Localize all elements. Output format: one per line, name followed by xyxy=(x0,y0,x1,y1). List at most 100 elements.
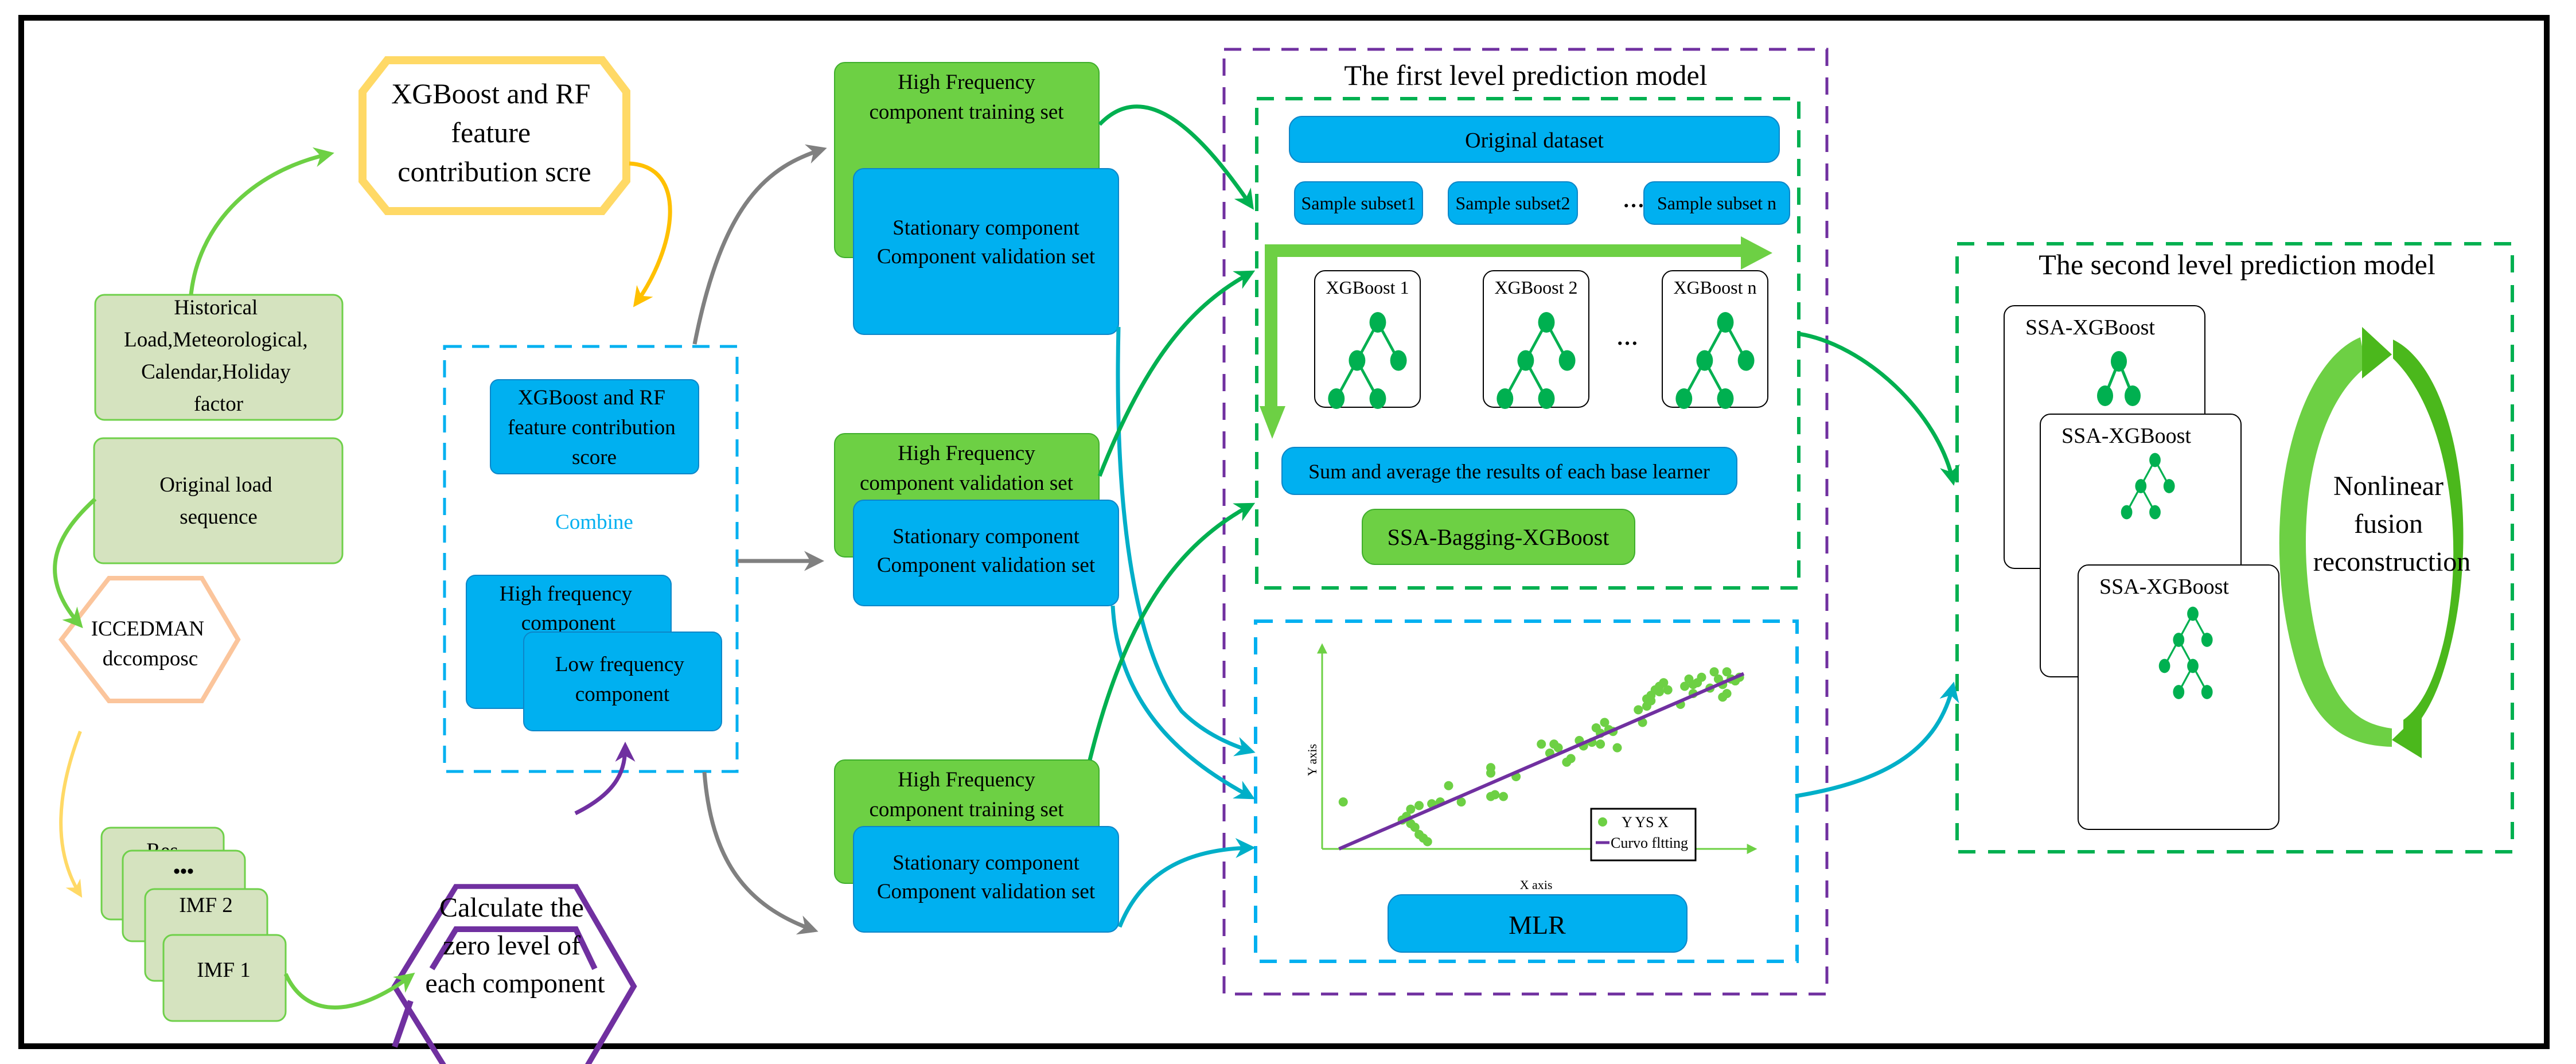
tree-node xyxy=(1696,350,1713,371)
component-imf1-label: IMF 1 xyxy=(197,958,251,982)
high-frequency-set-line: component validation set xyxy=(860,471,1074,495)
high-frequency-set-line: component training set xyxy=(869,798,1064,821)
arrow-g3-blue-to-mlr xyxy=(1117,838,1256,928)
arrow-bagging-to-second-level xyxy=(1798,332,1960,486)
arrow-load-to-decompose xyxy=(53,497,97,629)
decompose-line-1: ICCEDMAN xyxy=(91,617,204,641)
base-learner-card: XGBoost 1 xyxy=(1314,270,1421,410)
svg-text:Nonlinear fusion r: Nonlinear fusion reconstruction xyxy=(2313,471,2471,577)
tree-node xyxy=(2135,479,2147,493)
tree-node xyxy=(1369,311,1386,333)
legend-point-marker xyxy=(1598,817,1607,827)
scatter-point xyxy=(1600,718,1609,727)
tree-node xyxy=(1390,350,1407,371)
fit-line xyxy=(1338,672,1745,851)
svg-text:Calculate the zero level: Calculate the zero level of each compone… xyxy=(425,892,605,999)
sample-subset-box xyxy=(1294,181,1423,225)
stationary-set-box xyxy=(853,826,1119,933)
tree-node xyxy=(2173,685,2185,699)
bagging-flow-arrowhead-down xyxy=(1260,406,1285,439)
mlr-label: MLR xyxy=(1509,910,1566,940)
scatter-point xyxy=(1566,754,1576,763)
low-frequency-line-2: component xyxy=(575,683,670,706)
combine-group: XGBoost and RF feature contribution scor… xyxy=(443,345,739,773)
stationary-set-line: Stationary component xyxy=(893,216,1079,240)
scatter-point xyxy=(1423,837,1432,847)
high-frequency-set-line: High Frequency xyxy=(898,71,1035,94)
scatter-point xyxy=(1646,696,1656,706)
tree-node xyxy=(2201,633,2213,647)
tree-node xyxy=(2149,453,2161,467)
scatter-point xyxy=(1444,781,1453,790)
svg-text:XGBoost and RF feature c: XGBoost and RF feature contribution scor… xyxy=(508,386,681,469)
scatter-point xyxy=(1338,797,1348,807)
ssa-card-label: SSA-XGBoost xyxy=(2025,315,2155,340)
tree-node xyxy=(1349,350,1366,371)
tree-node xyxy=(1538,388,1555,410)
combine-dashed-border xyxy=(443,345,739,773)
ssa-xgboost-card: SSA-XGBoost xyxy=(2078,564,2279,830)
stationary-set-line: Component validation set xyxy=(877,554,1096,577)
stationary-set-line: Stationary component xyxy=(893,525,1079,548)
mlr-box xyxy=(1388,894,1688,953)
historical-factor-box: Historical Load,Meteorological, Calendar… xyxy=(94,294,344,421)
historical-line-4: factor xyxy=(194,392,243,416)
scatter-point xyxy=(1680,681,1690,691)
sample-subset-box xyxy=(1448,181,1578,225)
arrow-g2-blue-to-mlr xyxy=(1110,605,1256,800)
fusion-line-2: fusion xyxy=(2354,509,2423,539)
second-level-model: The second level prediction model SSA-XG… xyxy=(1955,242,2514,853)
scatter-point xyxy=(1634,705,1643,715)
bagging-flow-arrow xyxy=(1265,244,1744,411)
tree-node xyxy=(1497,388,1514,410)
scatter-point xyxy=(1596,739,1605,749)
low-frequency-line-1: Low frequency xyxy=(555,653,684,676)
tree-node xyxy=(2097,385,2113,406)
scatter-point xyxy=(1456,797,1466,807)
tree-node xyxy=(2163,479,2175,493)
arrow-octagon-to-combine xyxy=(629,161,672,307)
svg-text:High frequency component: High frequency component xyxy=(500,582,637,635)
scatter-point xyxy=(1410,823,1420,832)
scatter-point xyxy=(1663,685,1673,695)
tree-node xyxy=(2111,351,2127,372)
scatter-point xyxy=(1722,689,1732,699)
legend-points-label: Y YS X xyxy=(1622,814,1669,831)
component-imf2-label: IMF 2 xyxy=(179,894,233,917)
tree-node xyxy=(2125,385,2141,406)
bagging-model-label: SSA-Bagging-XGBoost xyxy=(1388,524,1609,550)
scatter-point xyxy=(1709,667,1719,677)
arrow-combine-to-group-3 xyxy=(702,771,819,935)
original-dataset-box xyxy=(1289,116,1780,163)
svg-text:Original load sequence: Original load sequence xyxy=(159,473,278,529)
svg-text:Low frequency component: Low frequency component xyxy=(555,653,689,706)
sample-subset-label: Sample subset2 xyxy=(1456,193,1570,213)
sample-subset-box xyxy=(1643,181,1790,225)
zero-level-line-1: Calculate the xyxy=(439,892,584,923)
svg-text:Historical Load,Meteorol: Historical Load,Meteorological, Calendar… xyxy=(124,296,313,416)
scatter-point xyxy=(1499,792,1509,801)
decision-tree-icon xyxy=(2121,453,2175,520)
zero-level-line-3: each component xyxy=(425,968,605,999)
arrow-imf-to-zero-level xyxy=(283,972,415,1010)
fusion-arrow-right xyxy=(2393,340,2464,738)
stationary-set-line: Component validation set xyxy=(877,245,1096,268)
hexagon-shape xyxy=(58,576,241,703)
sum-average-box xyxy=(1281,447,1737,495)
arrow-g1-blue-to-mlr xyxy=(1116,326,1256,757)
arrow-g3-green-to-bagging xyxy=(1088,502,1256,761)
scatter-point xyxy=(1537,739,1546,749)
scatter-point xyxy=(1697,672,1706,682)
tree-node xyxy=(2149,505,2161,520)
combine-score-box xyxy=(490,379,699,474)
tree-node xyxy=(1517,350,1534,371)
bagging-model-box xyxy=(1362,509,1635,565)
arrow-mlr-to-second-level xyxy=(1795,681,1959,798)
stationary-set-line: Component validation set xyxy=(877,880,1096,903)
